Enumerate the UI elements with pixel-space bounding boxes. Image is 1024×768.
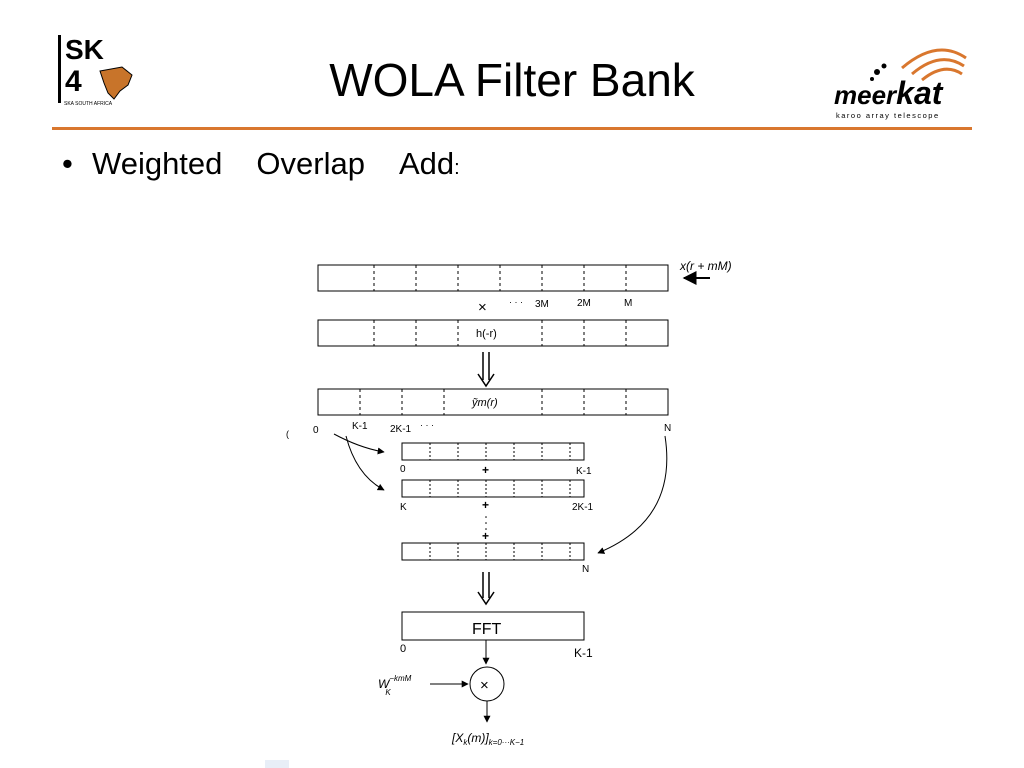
curve-arrow-right: [597, 435, 668, 554]
vertical-dots: [485, 516, 487, 530]
row3-right-label: N: [582, 564, 589, 575]
ska-logo-number: 4: [65, 65, 82, 98]
fft-left-label: 0: [400, 643, 406, 655]
footer-mark: [265, 760, 289, 768]
product-buffer: [317, 388, 669, 416]
row1-left-label: 0: [400, 464, 406, 475]
wola-diagram: x(r + mM) × · · · 3M 2M M h(-r) ỹm(r) ( …: [286, 259, 732, 747]
output-mid: (m)]: [467, 731, 489, 745]
double-down-arrow-1: [477, 352, 495, 388]
shift-label-3m: 3M: [535, 299, 549, 310]
title-divider: [52, 127, 972, 130]
bullet-weighted-overlap-add: • Weighted Overlap Add:: [62, 142, 460, 190]
multiplier-symbol: ×: [480, 677, 489, 694]
twiddle-subscript: K: [385, 688, 391, 697]
ska-south-africa-logo: SK 4 SKA SOUTH AFRICA: [58, 34, 133, 107]
index-label-n: N: [664, 423, 671, 434]
stack-row-2: [401, 479, 585, 498]
ska-logo-sublabel: SKA SOUTH AFRICA: [64, 101, 113, 107]
fft-right-label: K-1: [574, 646, 593, 660]
index-dots: · · ·: [420, 420, 434, 430]
window-buffer: [317, 319, 669, 347]
twiddle-factor-label: W−kmM K: [378, 674, 412, 697]
plus-sign-2: +: [482, 498, 489, 512]
row2-left-label: K: [400, 502, 407, 513]
row1-right-label: K-1: [576, 466, 592, 477]
meerkat-name-kat: kat: [896, 75, 944, 111]
input-buffer: [317, 264, 669, 292]
meerkat-name-meer: meer: [834, 80, 898, 110]
index-label-0: 0: [313, 425, 319, 436]
output-range: k=0···K−1: [489, 738, 525, 747]
bullet-word-overlap: Overlap: [256, 146, 365, 181]
shift-label-m: M: [624, 298, 632, 309]
double-down-arrow-2: [477, 572, 495, 606]
ska-logo-letters: SK: [65, 34, 104, 65]
window-label: h(-r): [476, 328, 497, 340]
bullet-word-add: Add: [398, 146, 455, 181]
shift-dots: · · ·: [509, 297, 523, 307]
svg-text:meerkat: meerkat: [834, 75, 944, 111]
output-main: [X: [451, 731, 464, 745]
shift-label-2m: 2M: [577, 298, 591, 309]
multiply-sign: ×: [478, 299, 487, 316]
output-label: [Xk(m)]k=0···K−1: [451, 731, 524, 747]
left-edge-mark: (: [286, 429, 289, 439]
plus-sign-3: +: [482, 529, 489, 543]
meerkat-tagline: karoo array telescope: [836, 111, 940, 120]
fft-label: FFT: [472, 621, 502, 638]
bullet-dot: •: [62, 146, 73, 181]
bullet-colon: :: [454, 157, 460, 179]
twiddle-exponent: −kmM: [389, 674, 411, 683]
fft-block: [401, 611, 585, 641]
bullet-word-weighted: Weighted: [92, 146, 223, 181]
index-label-2k-1: 2K-1: [390, 424, 412, 435]
output-sub-k: k: [463, 738, 468, 747]
twiddle-base: W: [378, 677, 391, 691]
meerkat-logo: meerkat karoo array telescope: [834, 48, 967, 120]
stack-row-1: [401, 442, 585, 461]
curve-arrow-top: [333, 433, 385, 455]
input-signal-label: x(r + mM): [679, 259, 732, 273]
row2-right-label: 2K-1: [572, 502, 594, 513]
index-label-k-1: K-1: [352, 421, 368, 432]
stack-row-3: [401, 542, 585, 561]
plus-sign-1: +: [482, 463, 489, 477]
slide-title: WOLA Filter Bank: [329, 54, 695, 106]
curve-arrow-middle: [345, 435, 385, 491]
product-label: ỹm(r): [471, 397, 498, 409]
